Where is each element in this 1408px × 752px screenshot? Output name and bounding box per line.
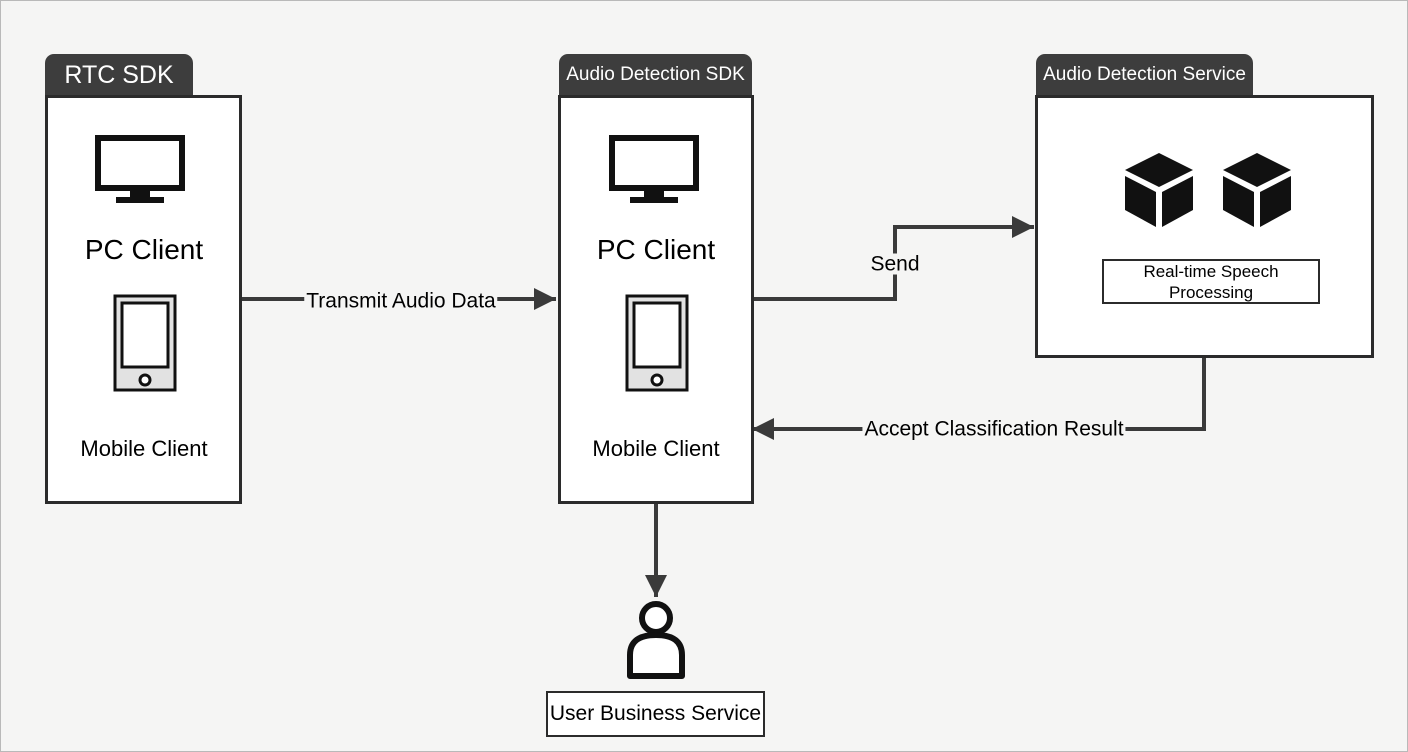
transmit-audio-data-label: Transmit Audio Data xyxy=(304,289,498,313)
mobile-phone-icon xyxy=(625,294,689,392)
realtime-speech-processing-label: Real-time Speech Processing xyxy=(1143,261,1279,302)
audio-detection-service-panel xyxy=(1035,95,1374,358)
rtc-pc-client-label: PC Client xyxy=(84,234,204,265)
sdk-mobile-client-label: Mobile Client xyxy=(592,436,720,461)
monitor-icon xyxy=(95,135,185,203)
cube-icon xyxy=(1125,153,1193,227)
audio-detection-sdk-title: Audio Detection SDK xyxy=(566,64,745,85)
audio-detection-service-tab: Audio Detection Service xyxy=(1036,54,1253,96)
cube-icon xyxy=(1223,153,1291,227)
audio-detection-sdk-tab: Audio Detection SDK xyxy=(559,54,752,96)
rtc-mobile-client-label: Mobile Client xyxy=(80,436,208,461)
rtc-sdk-tab: RTC SDK xyxy=(45,54,193,96)
user-icon xyxy=(627,601,685,679)
rtc-sdk-title: RTC SDK xyxy=(64,60,174,89)
send-label: Send xyxy=(868,252,922,276)
mobile-phone-icon xyxy=(113,294,177,392)
audio-detection-service-title: Audio Detection Service xyxy=(1043,64,1246,85)
accept-classification-result-label: Accept Classification Result xyxy=(862,417,1126,441)
user-business-service-label: User Business Service xyxy=(549,702,762,725)
monitor-icon xyxy=(609,135,699,203)
realtime-speech-processing-box: Real-time Speech Processing xyxy=(1102,259,1320,304)
user-business-service-box: User Business Service xyxy=(546,691,765,737)
sdk-pc-client-label: PC Client xyxy=(596,234,716,265)
